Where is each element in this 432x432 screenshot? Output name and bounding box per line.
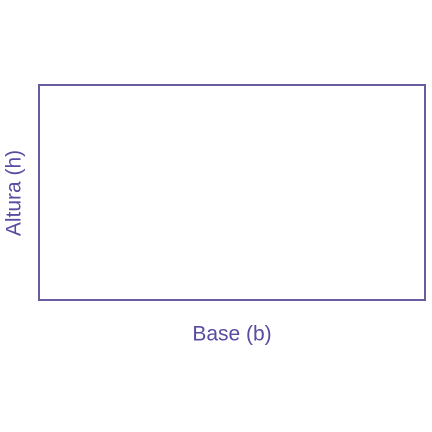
rectangle-shape <box>38 84 426 301</box>
base-label: Base (b) <box>192 322 272 346</box>
height-label: Altura (h) <box>2 149 26 237</box>
